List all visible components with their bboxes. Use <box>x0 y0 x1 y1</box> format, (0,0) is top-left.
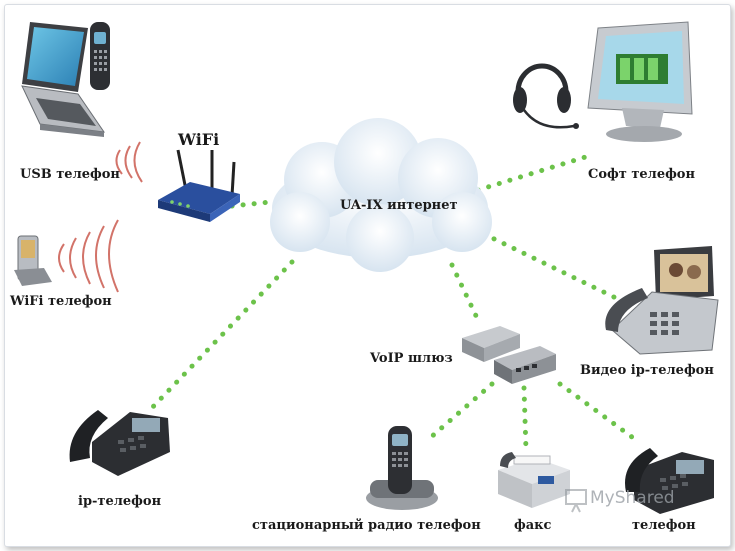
smartphone-wifi-waves <box>58 219 119 293</box>
label-ip-phone: ip-телефон <box>78 494 162 509</box>
smartphone-icon <box>14 235 52 286</box>
headset-icon <box>513 63 579 129</box>
label-wifi: WiFi <box>178 130 220 149</box>
desk-phone-icon <box>625 448 714 514</box>
connection-lines <box>145 152 639 453</box>
link-gateway-phone <box>557 381 639 443</box>
watermark-text: MyShared <box>590 488 675 508</box>
ip-desk-phone-icon <box>69 410 170 476</box>
label-phone: телефон <box>632 518 696 533</box>
cordless-phone-icon <box>366 426 438 510</box>
label-wifi-phone: WiFi телефон <box>10 294 112 309</box>
usb-wifi-waves <box>115 141 143 183</box>
label-video-phone: Видео ip-телефон <box>580 363 714 378</box>
link-gateway-fax <box>521 385 529 453</box>
label-voip-gateway: VoIP шлюз <box>370 351 453 366</box>
video-phone-icon <box>605 246 719 355</box>
link-cloud-softphone <box>475 152 595 193</box>
label-usb-phone: USB телефон <box>20 167 120 182</box>
label-internet: UA-IX интернет <box>340 198 458 213</box>
voip-gateway-icon <box>462 326 556 384</box>
wifi-router-icon <box>158 149 240 222</box>
link-cloud-videophone <box>481 231 619 301</box>
monitor-icon <box>587 21 693 142</box>
cloud-icon <box>270 118 492 272</box>
link-gateway-cordless <box>427 381 495 441</box>
fax-machine-icon <box>498 452 570 508</box>
usb-phone-handset-icon <box>90 22 110 90</box>
label-fax: факс <box>514 518 552 533</box>
laptop-icon <box>21 22 106 137</box>
slideshow-watermark-icon <box>565 489 587 513</box>
link-cloud-gateway <box>449 262 481 323</box>
label-cordless-phone: стационарный радио телефон <box>252 518 481 533</box>
link-cloud-ipphone <box>145 259 295 415</box>
link-router-cloud <box>229 197 293 209</box>
label-soft-phone: Софт телефон <box>588 167 695 182</box>
